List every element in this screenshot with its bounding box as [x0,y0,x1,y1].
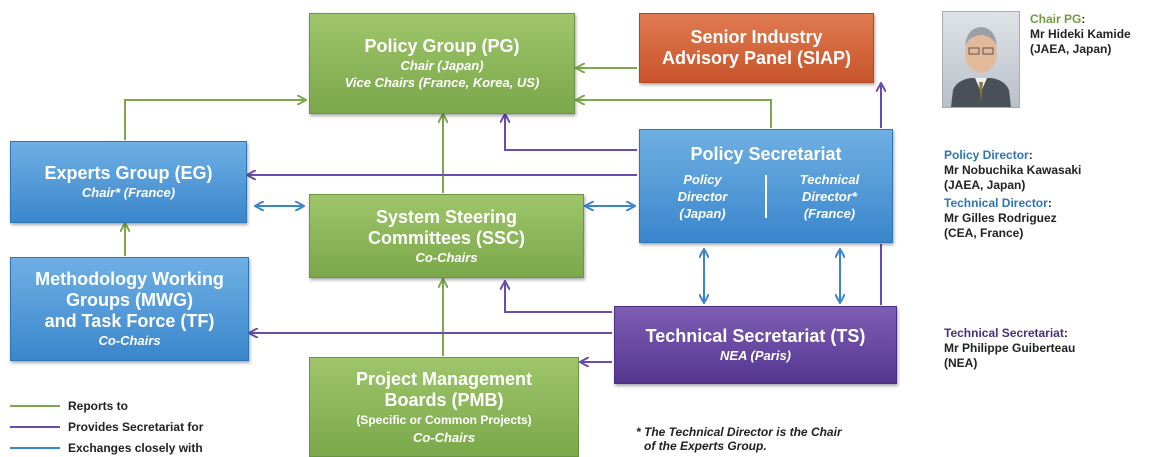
ssc-title-1: System Steering [375,206,518,227]
policy-group-box: Policy Group (PG) Chair (Japan) Vice Cha… [309,13,575,114]
td-label: Technical Director [944,196,1048,210]
ts-title: Technical Secretariat (TS) [645,326,866,346]
mwg-box: Methodology Working Groups (MWG) and Tas… [10,257,249,361]
legend-secretariat: Provides Secretariat for [68,420,204,434]
ts-nea: NEA (Paris) [719,348,792,363]
mwg-title-1: Methodology Working [35,269,224,289]
chair-name: Mr Hideki Kamide [1030,27,1131,41]
td-name: Mr Gilles Rodriguez [944,211,1057,225]
ssc-box: System Steering Committees (SSC) Co-Chai… [309,194,584,278]
mwg-title-3: and Task Force (TF) [44,311,215,331]
technical-director-info: Technical Director: Mr Gilles Rodriguez … [944,196,1057,240]
ts-label: Technical Secretariat [944,326,1064,340]
pmb-title-1: Project Management [355,368,533,389]
chair-label: Chair PG [1030,12,1082,26]
td-org: (CEA, France) [944,226,1024,240]
technical-secretariat-box: Technical Secretariat (TS) NEA (Paris) [614,306,897,384]
ts-org: (NEA) [944,356,978,370]
ssc-cochairs: Co-Chairs [415,249,478,265]
pmb-cochairs: Co-Chairs [412,429,476,445]
pmb-box: Project Management Boards (PMB) (Specifi… [309,357,579,457]
pg-vice-chairs: Vice Chairs (France, Korea, US) [344,75,540,90]
ps-pd-line1: Policy [683,172,722,187]
pd-org: (JAEA, Japan) [944,178,1026,192]
ps-policy-director: Policy Director (Japan) [640,171,765,222]
ps-td-line1: Technical [799,172,860,187]
footnote-line2: of the Experts Group. [644,439,767,453]
ts-to-ssc-sec-line [505,282,612,313]
policy-secretariat-box: Policy Secretariat Policy Director (Japa… [639,129,893,243]
pmb-projects: (Specific or Common Projects) [356,412,532,427]
pd-name: Mr Nobuchika Kawasaki [944,163,1082,177]
eg-chair: Chair* (France) [81,185,176,200]
mwg-title-2: Groups (MWG) [66,290,193,310]
ps-to-pg-sec-line [505,115,637,151]
ps-pd-line3: (Japan) [679,206,726,221]
ps-divider [765,175,767,218]
ssc-title-2: Committees (SSC) [367,227,526,248]
legend-exchanges: Exchanges closely with [68,441,203,455]
ts-name: Mr Philippe Guiberteau [944,341,1076,355]
eg-title: Experts Group (EG) [44,163,213,183]
ps-td-line3: (France) [803,206,856,221]
ps-pd-line2: Director [677,189,728,204]
siap-title-1: Senior Industry [690,27,823,47]
ps-technical-director: Technical Director* (France) [767,171,892,222]
chair-photo [942,11,1020,108]
experts-group-box: Experts Group (EG) Chair* (France) [10,141,247,223]
ps-to-pg-line [577,100,772,128]
policy-director-info: Policy Director: Mr Nobuchika Kawasaki (… [944,148,1082,192]
siap-box: Senior Industry Advisory Panel (SIAP) [639,13,874,83]
siap-title-2: Advisory Panel (SIAP) [661,48,852,68]
ps-td-line2: Director* [802,189,857,204]
mwg-cochairs: Co-Chairs [98,333,161,348]
chair-info: Chair PG: Mr Hideki Kamide (JAEA, Japan) [1030,12,1131,56]
footnote: * The Technical Director is the Chair of… [636,425,842,453]
ps-title: Policy Secretariat [690,144,842,164]
footnote-line1: * The Technical Director is the Chair [636,425,842,439]
pg-title: Policy Group (PG) [364,36,520,56]
portrait-icon [951,27,1011,107]
eg-to-pg-line [124,100,305,140]
pd-label: Policy Director [944,148,1029,162]
technical-secretariat-info: Technical Secretariat: Mr Philippe Guibe… [944,326,1076,370]
pg-chair: Chair (Japan) [400,58,484,73]
legend-reports: Reports to [68,399,128,413]
chair-org: (JAEA, Japan) [1030,42,1112,56]
ps-directors: Policy Director (Japan) Technical Direct… [640,171,892,222]
pmb-title-2: Boards (PMB) [384,389,504,410]
